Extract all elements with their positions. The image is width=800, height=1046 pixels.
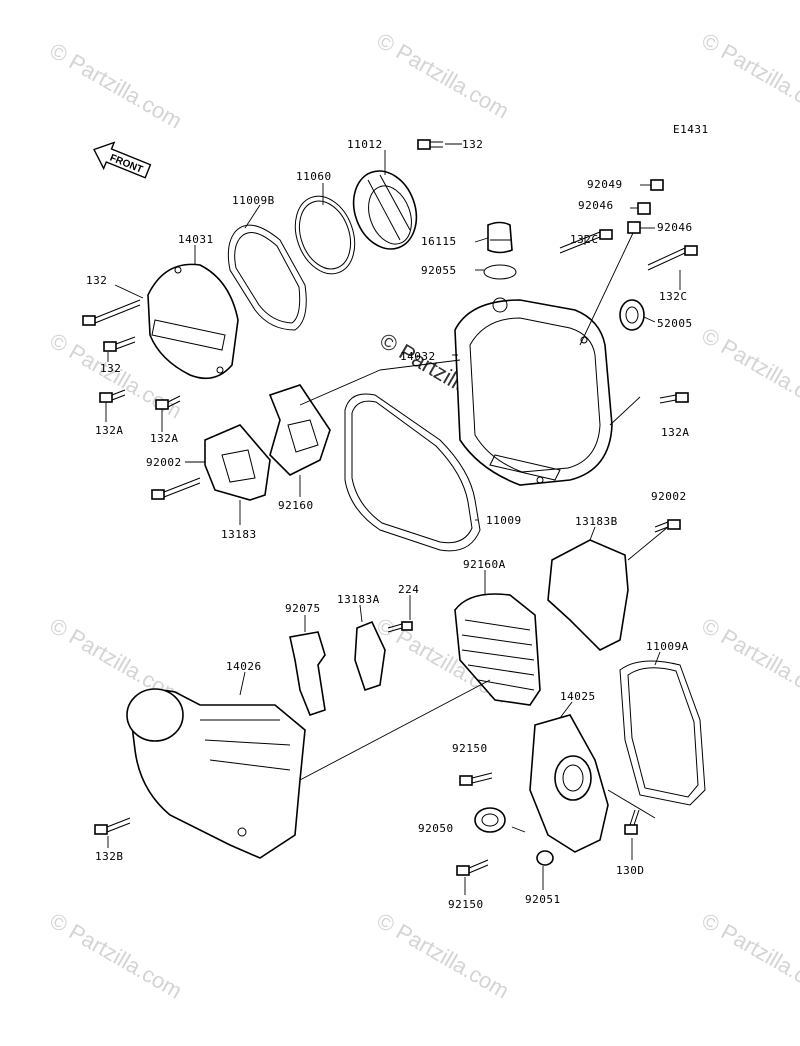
part-92160-plate — [268, 384, 331, 476]
diagram-code: E1431 — [673, 123, 709, 136]
watermark: © Partzilla.com — [698, 613, 800, 709]
screw-icon — [387, 621, 413, 633]
part-92075-damper — [289, 631, 326, 716]
part-label: 132A — [95, 424, 124, 437]
watermark: © Partzilla.com — [46, 38, 187, 134]
part-11060-gasket — [294, 195, 356, 275]
part-label: 13183 — [221, 528, 257, 541]
part-label: 52005 — [657, 317, 693, 330]
part-label: 92160A — [463, 558, 506, 571]
watermark: © Partzilla.com — [698, 28, 800, 124]
bolt-icon — [659, 392, 689, 404]
part-label: 224 — [398, 583, 419, 596]
part-labels: 132 11012 11060 11009B 14031 132 132 132… — [86, 138, 693, 911]
part-11060-gasket-inner — [298, 200, 352, 270]
part-label: 92150 — [448, 898, 484, 911]
part-13183B-bracket — [547, 539, 629, 651]
part-13183-slot — [221, 449, 256, 483]
part-92055-o-ring — [483, 264, 517, 280]
part-label: 92049 — [587, 178, 623, 191]
part-label: 92150 — [452, 742, 488, 755]
bolt-icon — [155, 395, 181, 410]
part-label: 132B — [95, 850, 124, 863]
part-11009-gasket-inner — [351, 400, 473, 544]
part-label: 11009B — [232, 194, 275, 207]
part-13183A-bracket — [354, 620, 386, 692]
bolt-icon — [559, 229, 613, 254]
part-label: 132C — [659, 290, 688, 303]
part-11012-cover — [352, 170, 418, 250]
bolt-icon — [654, 519, 681, 533]
part-16115-filler-cap — [487, 221, 513, 254]
part-14026-cover — [126, 688, 306, 859]
watermark: © Partzilla.com — [373, 28, 514, 124]
part-92160-slot — [287, 419, 319, 453]
part-label: 132A — [661, 426, 690, 439]
part-label: 11012 — [347, 138, 383, 151]
part-52005-seal — [619, 299, 645, 331]
bolt-icon — [456, 859, 489, 876]
part-11009A-gasket-inner — [627, 667, 699, 798]
part-label: 14025 — [560, 690, 596, 703]
bolt-icon — [624, 809, 640, 835]
part-label: 132 — [86, 274, 107, 287]
part-label: 132 — [100, 362, 121, 375]
part-label: 92002 — [146, 456, 182, 469]
part-label: 92046 — [578, 199, 614, 212]
bolt-icon — [94, 817, 131, 835]
watermark-layer: © Partzilla.com © Partzilla.com © Partzi… — [46, 28, 800, 1004]
bolt-icon — [103, 336, 136, 352]
bolt-icon — [459, 772, 493, 786]
part-14032-crankcase-cover — [454, 297, 613, 486]
part-label: 92075 — [285, 602, 321, 615]
part-label: 92050 — [418, 822, 454, 835]
part-13183-bracket — [204, 424, 271, 501]
part-14031-cover — [147, 263, 239, 380]
watermark: © Partzilla.com — [698, 908, 800, 1004]
part-label: 92051 — [525, 893, 561, 906]
part-11009B-gasket-inner — [234, 232, 301, 324]
part-label: 14026 — [226, 660, 262, 673]
bolt-icon — [417, 139, 443, 150]
part-label: 13183B — [575, 515, 618, 528]
watermark: © Partzilla.com — [698, 323, 800, 419]
part-11009A-gasket — [619, 660, 706, 806]
part-label: 92046 — [657, 221, 693, 234]
part-label: 132A — [150, 432, 179, 445]
part-label: 14032 — [400, 350, 436, 363]
part-label: 14031 — [178, 233, 214, 246]
front-arrow-icon: FRONT — [93, 141, 152, 179]
watermark: © Partzilla.com — [46, 908, 187, 1004]
part-14025-cover — [529, 714, 609, 853]
part-92050-seal — [474, 807, 506, 833]
part-label: 11009A — [646, 640, 689, 653]
part-label: 92055 — [421, 264, 457, 277]
watermark: © Partzilla.com — [373, 908, 514, 1004]
part-label: 92002 — [651, 490, 687, 503]
part-92046-plug — [637, 202, 651, 215]
part-92160A-plate — [454, 593, 541, 706]
bolt-icon — [647, 245, 698, 271]
bolt-icon — [99, 389, 126, 403]
part-92046-plug — [627, 221, 641, 234]
part-label: 11060 — [296, 170, 332, 183]
part-label: 16115 — [421, 235, 457, 248]
part-label: 92160 — [278, 499, 314, 512]
part-11009-gasket — [344, 393, 481, 552]
part-92051-washer — [536, 850, 554, 866]
part-label: 13183A — [337, 593, 380, 606]
part-label: 130D — [616, 864, 645, 877]
leader-lines — [105, 143, 681, 895]
bolt-icon — [151, 477, 201, 500]
part-11009B-gasket — [227, 224, 307, 331]
part-label: 11009 — [486, 514, 522, 527]
part-92049-cap — [650, 179, 664, 191]
part-label: 132C — [570, 233, 599, 246]
bolt-icon — [82, 299, 141, 326]
part-label: 132 — [462, 138, 483, 151]
